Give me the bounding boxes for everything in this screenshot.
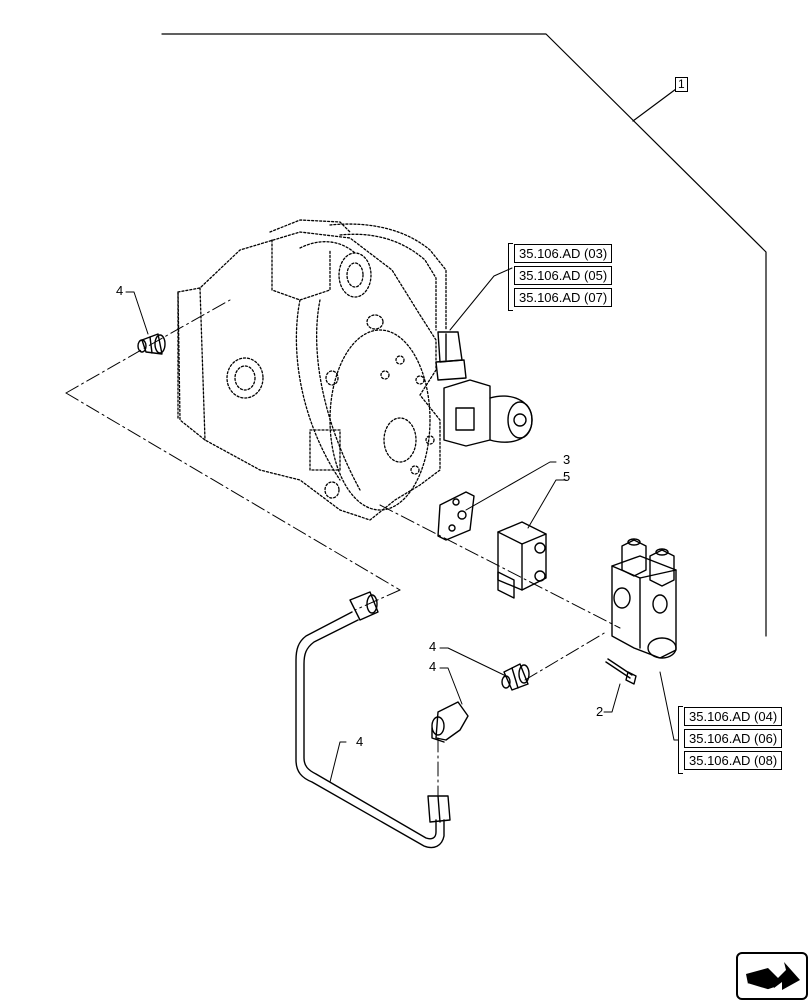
assembly-reference-box[interactable]: 1 [675,77,688,92]
reference-bracket [678,706,683,774]
callout-bolt[interactable]: 2 [596,704,604,719]
reference-link[interactable]: 35.106.AD (05) [514,266,613,285]
alignment-lines [65,299,621,796]
reference-bracket [508,243,513,311]
leader-lines [125,267,679,783]
next-page-button[interactable] [736,952,808,1000]
ref1-leader [632,88,677,122]
solenoid-valve [443,379,533,447]
reference-link[interactable]: 35.106.AD (08) [684,751,783,770]
callout-valve-block[interactable]: 5 [563,469,571,484]
callout-gasket[interactable]: 3 [563,452,571,467]
reference-link[interactable]: 35.106.AD (04) [684,707,783,726]
assembly-boundary-line [161,33,767,637]
callout-fitting-middle[interactable]: 4 [429,639,437,654]
reference-link[interactable]: 35.106.AD (03) [514,244,613,263]
pump-adapter-fitting [435,331,467,381]
callout-fitting-top-left[interactable]: 4 [116,283,124,298]
reference-link[interactable]: 35.106.AD (06) [684,729,783,748]
valve-block [497,521,547,599]
callout-elbow[interactable]: 4 [429,659,437,674]
callout-pipe[interactable]: 4 [356,734,364,749]
gasket [437,491,475,541]
next-page-arrow-icon [746,962,800,991]
control-valve-assembly [611,538,677,659]
bolt [605,658,637,685]
fitting-top-left [137,333,166,355]
hydraulic-pump [177,219,447,521]
reference-link[interactable]: 35.106.AD (07) [514,288,613,307]
elbow-fitting [431,701,469,743]
pipe-assembly [295,591,451,849]
fitting-middle [501,663,530,691]
